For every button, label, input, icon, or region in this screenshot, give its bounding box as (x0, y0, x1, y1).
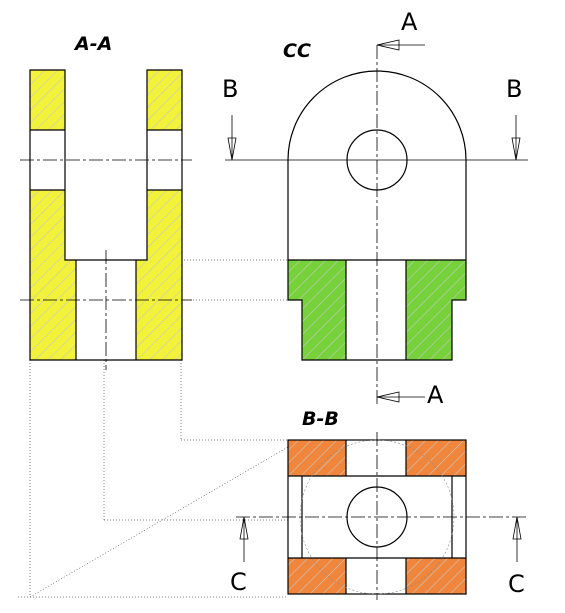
view-bb: B-B C C (230, 408, 528, 600)
cut-c-left-arrow (239, 516, 249, 562)
cut-a-bottom-label: A (427, 381, 444, 409)
view-aa-title: A-A (73, 33, 112, 55)
aa-left-arm-top-hatch (30, 70, 65, 130)
aa-outline (29, 69, 183, 361)
cut-b-left-arrow (227, 115, 237, 161)
cut-c-right-arrow (512, 516, 522, 562)
cut-b-right-arrow (511, 115, 521, 161)
bb-tl-section-hatch (288, 440, 346, 476)
cut-a-bottom-arrow (376, 391, 425, 403)
cut-b-left-label: B (222, 75, 238, 103)
view-aa: A-A (20, 33, 192, 370)
cut-c-right-label: C (508, 570, 525, 598)
aa-left-body-hatch (30, 190, 76, 360)
view-cc: CC B B (222, 8, 528, 409)
bb-tr-section-hatch (406, 440, 466, 476)
cut-c-left-label: C (230, 568, 247, 596)
view-bb-title: B-B (302, 408, 339, 430)
bb-br-section-hatch (406, 558, 466, 594)
view-cc-title: CC (283, 40, 311, 62)
bb-bl-section-hatch (288, 558, 346, 594)
projection-lines (18, 259, 301, 598)
aa-right-arm-top-hatch (147, 70, 182, 130)
cut-a-top-label: A (401, 8, 418, 36)
aa-right-body-hatch (136, 190, 182, 360)
cc-left-section-hatch (288, 260, 346, 360)
section-aa-fill (30, 70, 182, 360)
cut-b-right-label: B (506, 75, 522, 103)
cut-a-top-arrow (376, 39, 425, 51)
cc-right-section-hatch (406, 260, 466, 360)
